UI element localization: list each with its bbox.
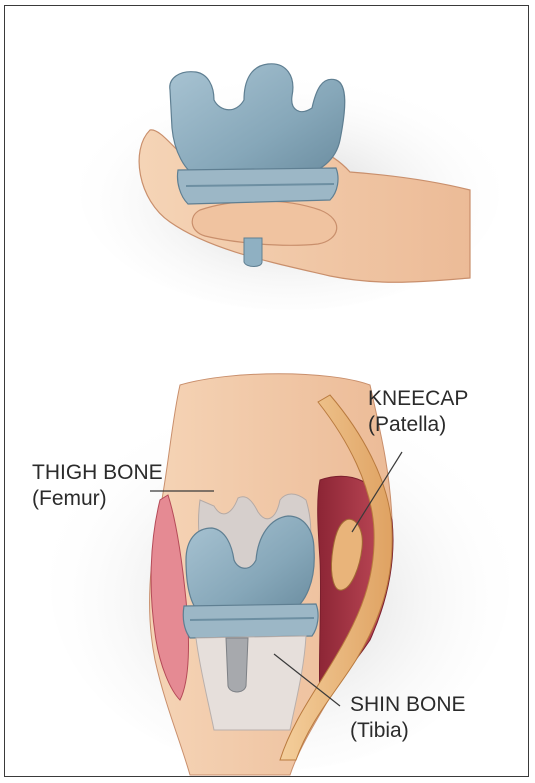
shin-bone-name: SHIN BONE xyxy=(350,692,466,718)
tibia-bone xyxy=(196,636,306,730)
thigh-bone-label: THIGH BONE (Femur) xyxy=(32,460,163,512)
thigh-bone-name: THIGH BONE xyxy=(32,460,163,486)
kneecap-latin: (Patella) xyxy=(368,412,468,438)
hand-with-implant xyxy=(80,64,500,310)
kneecap-label: KNEECAP (Patella) xyxy=(368,386,468,438)
shin-bone-latin: (Tibia) xyxy=(350,718,466,744)
implant-tibial xyxy=(183,604,318,638)
shin-bone-label: SHIN BONE (Tibia) xyxy=(350,692,466,744)
thigh-bone-latin: (Femur) xyxy=(32,486,163,512)
implant-stem-top xyxy=(244,238,262,267)
kneecap-name: KNEECAP xyxy=(368,386,468,412)
implant-stem xyxy=(226,638,248,692)
